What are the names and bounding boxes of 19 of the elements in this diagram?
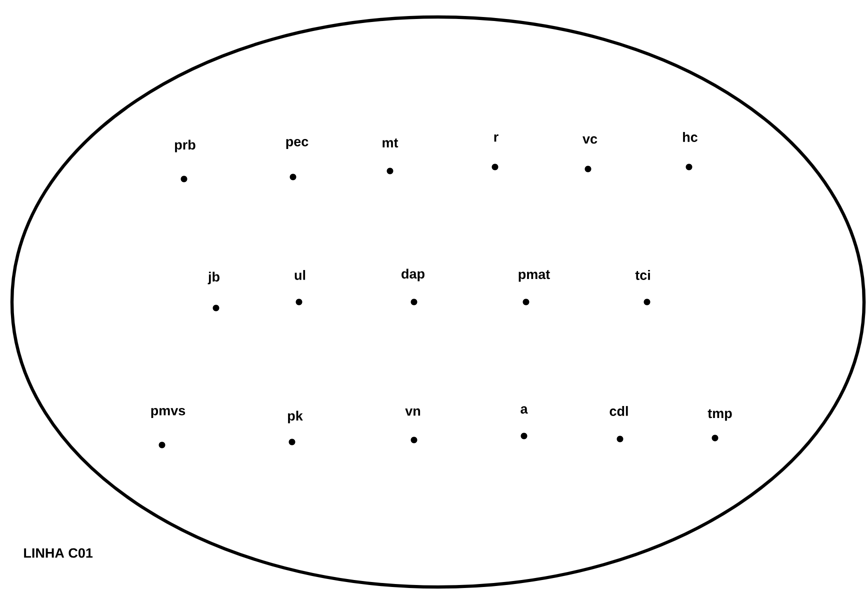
dot-label: vc [582,136,598,144]
dot-label: ul [294,270,306,280]
dot-label: pec [286,138,308,150]
dot-label: jb [208,272,220,284]
dot-label: tmp [708,409,732,421]
dot-label: cdl [610,406,628,416]
dot-label: hc [683,132,698,142]
dot-label: r [494,134,498,142]
dot-label: dap [402,268,424,282]
dot-label: tci [635,270,650,280]
dot-label: pmat [518,270,550,282]
dot-label: prb [175,140,196,152]
dot-label: pk [288,410,303,424]
ellipse-outline [10,15,866,589]
dot-label: mt [382,138,398,148]
dot-label: vn [405,408,420,416]
caption-label: LINHA C01 [24,548,93,558]
dot-label: pmvs [151,408,186,418]
dot-label: a [520,406,528,414]
